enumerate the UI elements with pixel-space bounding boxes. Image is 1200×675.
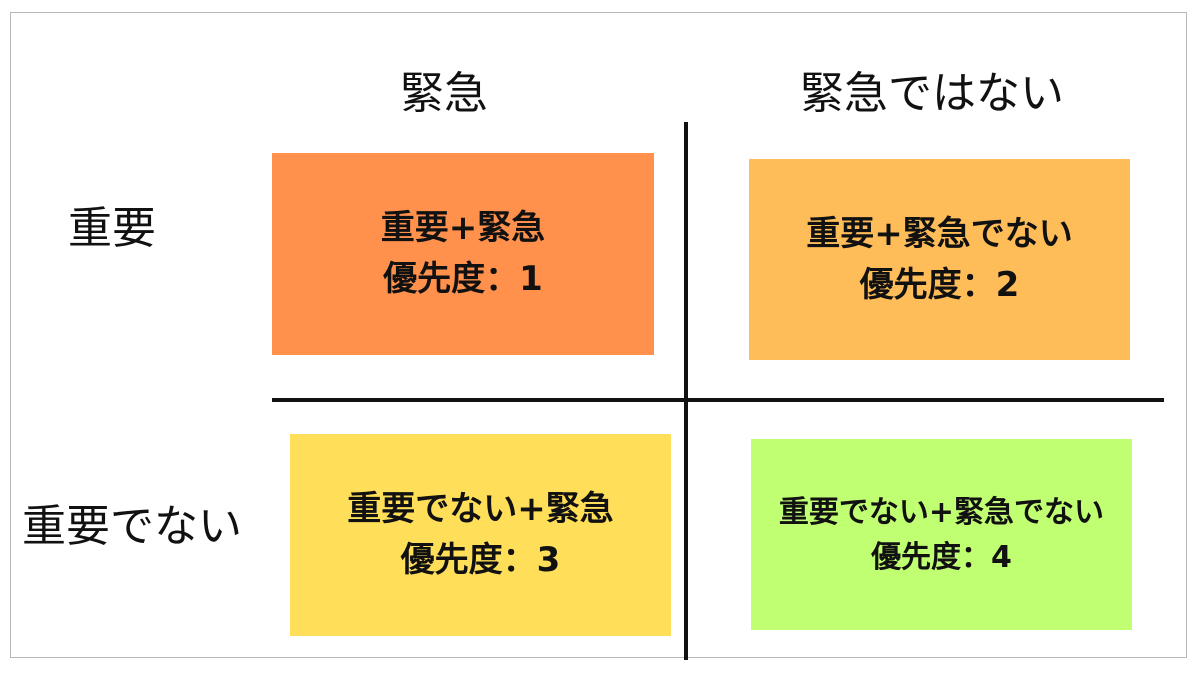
quadrant-title: 重要でない+緊急 <box>347 489 614 529</box>
diagram-frame <box>10 12 1187 658</box>
row-header-not-important: 重要でない <box>22 501 242 552</box>
quadrant-priority: 優先度：1 <box>383 259 543 299</box>
quadrant-priority: 優先度：3 <box>400 540 561 580</box>
row-header-important: 重要 <box>68 203 156 254</box>
quadrant-not-important-not-urgent: 重要でない+緊急でない 優先度：4 <box>751 439 1132 630</box>
quadrant-priority: 優先度：2 <box>859 264 1020 305</box>
quadrant-priority: 優先度：4 <box>871 539 1012 575</box>
horizontal-divider <box>272 398 1164 402</box>
column-header-not-urgent: 緊急ではない <box>800 68 1064 119</box>
quadrant-title: 重要+緊急 <box>380 208 546 248</box>
vertical-divider <box>684 122 688 660</box>
quadrant-title: 重要でない+緊急でない <box>778 494 1105 530</box>
quadrant-title: 重要+緊急でない <box>806 213 1073 254</box>
quadrant-important-not-urgent: 重要+緊急でない 優先度：2 <box>749 159 1130 360</box>
quadrant-not-important-urgent: 重要でない+緊急 優先度：3 <box>290 434 671 636</box>
quadrant-important-urgent: 重要+緊急 優先度：1 <box>272 153 654 355</box>
column-header-urgent: 緊急 <box>400 68 488 119</box>
